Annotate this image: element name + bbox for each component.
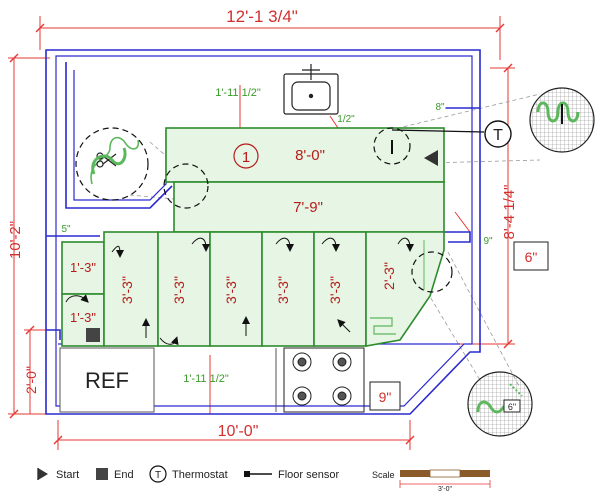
- end-marker: [86, 328, 100, 342]
- right-dim-box: [513, 241, 549, 271]
- legend-end-label: End: [114, 469, 134, 481]
- dim-top-width: 12'-1 3/4": [226, 7, 298, 26]
- detail-circles: [75, 127, 453, 293]
- walls: [45, 49, 481, 415]
- range-spacer-box: [369, 381, 401, 411]
- zone-small-top-label: 1'-3": [70, 260, 96, 275]
- dim-eight-inch: 8": [435, 102, 445, 113]
- zone-col2-label: 3'-3": [171, 276, 187, 304]
- zone-col2: [157, 231, 211, 347]
- dim-range-box: 9": [379, 389, 392, 405]
- legend-thermostat-icon: [149, 465, 167, 483]
- legend-scale-label: Scale: [372, 470, 395, 480]
- dim-left-lower: 2'-0": [23, 366, 39, 394]
- detail-magnify-left: [91, 147, 127, 175]
- legend-thermostat-label: Thermostat: [172, 469, 228, 481]
- zone-top-strip: [165, 127, 445, 183]
- burner-1: [292, 352, 312, 372]
- zone-col6-label: 2'-3": [381, 262, 397, 290]
- stove: [283, 347, 365, 413]
- detail-magnify-bottom: [467, 371, 533, 437]
- zone-col1-label: 3'-3": [119, 276, 135, 304]
- legend: Start End T Thermostat Floor sensor Scal…: [37, 465, 491, 493]
- scale-value: 3'-0": [438, 486, 452, 493]
- burner-2: [332, 352, 352, 372]
- refrigerator-label: REF: [85, 368, 129, 393]
- legend-floor-sensor-label: Floor sensor: [278, 469, 339, 481]
- zone-top-strip-label: 8'-0": [295, 147, 325, 164]
- legend-end-icon: [96, 468, 108, 480]
- dim-five-inch: 5": [61, 224, 71, 235]
- dim-nine-inch: 9": [483, 236, 493, 247]
- thermostat-label: T: [493, 127, 503, 144]
- zone-second-strip-label: 7'-9": [293, 199, 323, 216]
- dim-right-height: 8'-4 1/4": [501, 185, 518, 240]
- detail-magnify-top: [529, 87, 595, 153]
- dim-bottom-width: 10'-0": [218, 423, 259, 440]
- heating-zones: [61, 127, 445, 347]
- burner-3: [292, 386, 312, 406]
- dim-half-inch: 1/2": [337, 114, 355, 125]
- legend-thermostat-symbol: T: [155, 470, 161, 481]
- scale-bar: 3'-0": [399, 469, 491, 493]
- dim-top-green: 1'-11 1/2": [215, 87, 261, 99]
- zone-col3-label: 3'-3": [223, 276, 239, 304]
- dim-right-box: 6": [525, 249, 538, 265]
- legend-start-icon: [38, 468, 48, 480]
- zone-small-bottom-label: 1'-3": [70, 310, 96, 325]
- dim-left-height: 10'-2": [7, 221, 24, 259]
- refrigerator: [59, 347, 155, 413]
- legend-start-label: Start: [56, 469, 79, 481]
- zone-small-top: [61, 241, 105, 295]
- zone-col5-label: 3'-3": [327, 276, 343, 304]
- sink: [283, 64, 339, 115]
- zone-second-strip: [173, 181, 445, 233]
- sensor-lead: [391, 129, 485, 133]
- zone-col6: [365, 231, 445, 347]
- burner-4: [332, 386, 352, 406]
- dimension-ticks: [9, 23, 513, 445]
- zone-col4-label: 3'-3": [275, 276, 291, 304]
- flow-arrows: [65, 237, 414, 346]
- zone-number-circle: [233, 143, 259, 169]
- start-marker: [424, 150, 438, 166]
- thermostat-icon: [484, 120, 512, 148]
- zone-number: 1: [242, 149, 250, 166]
- dim-ref-right: 1'-11 1/2": [183, 373, 229, 385]
- dim-inset-tag: 6": [508, 402, 516, 412]
- guide-lines: [129, 93, 541, 389]
